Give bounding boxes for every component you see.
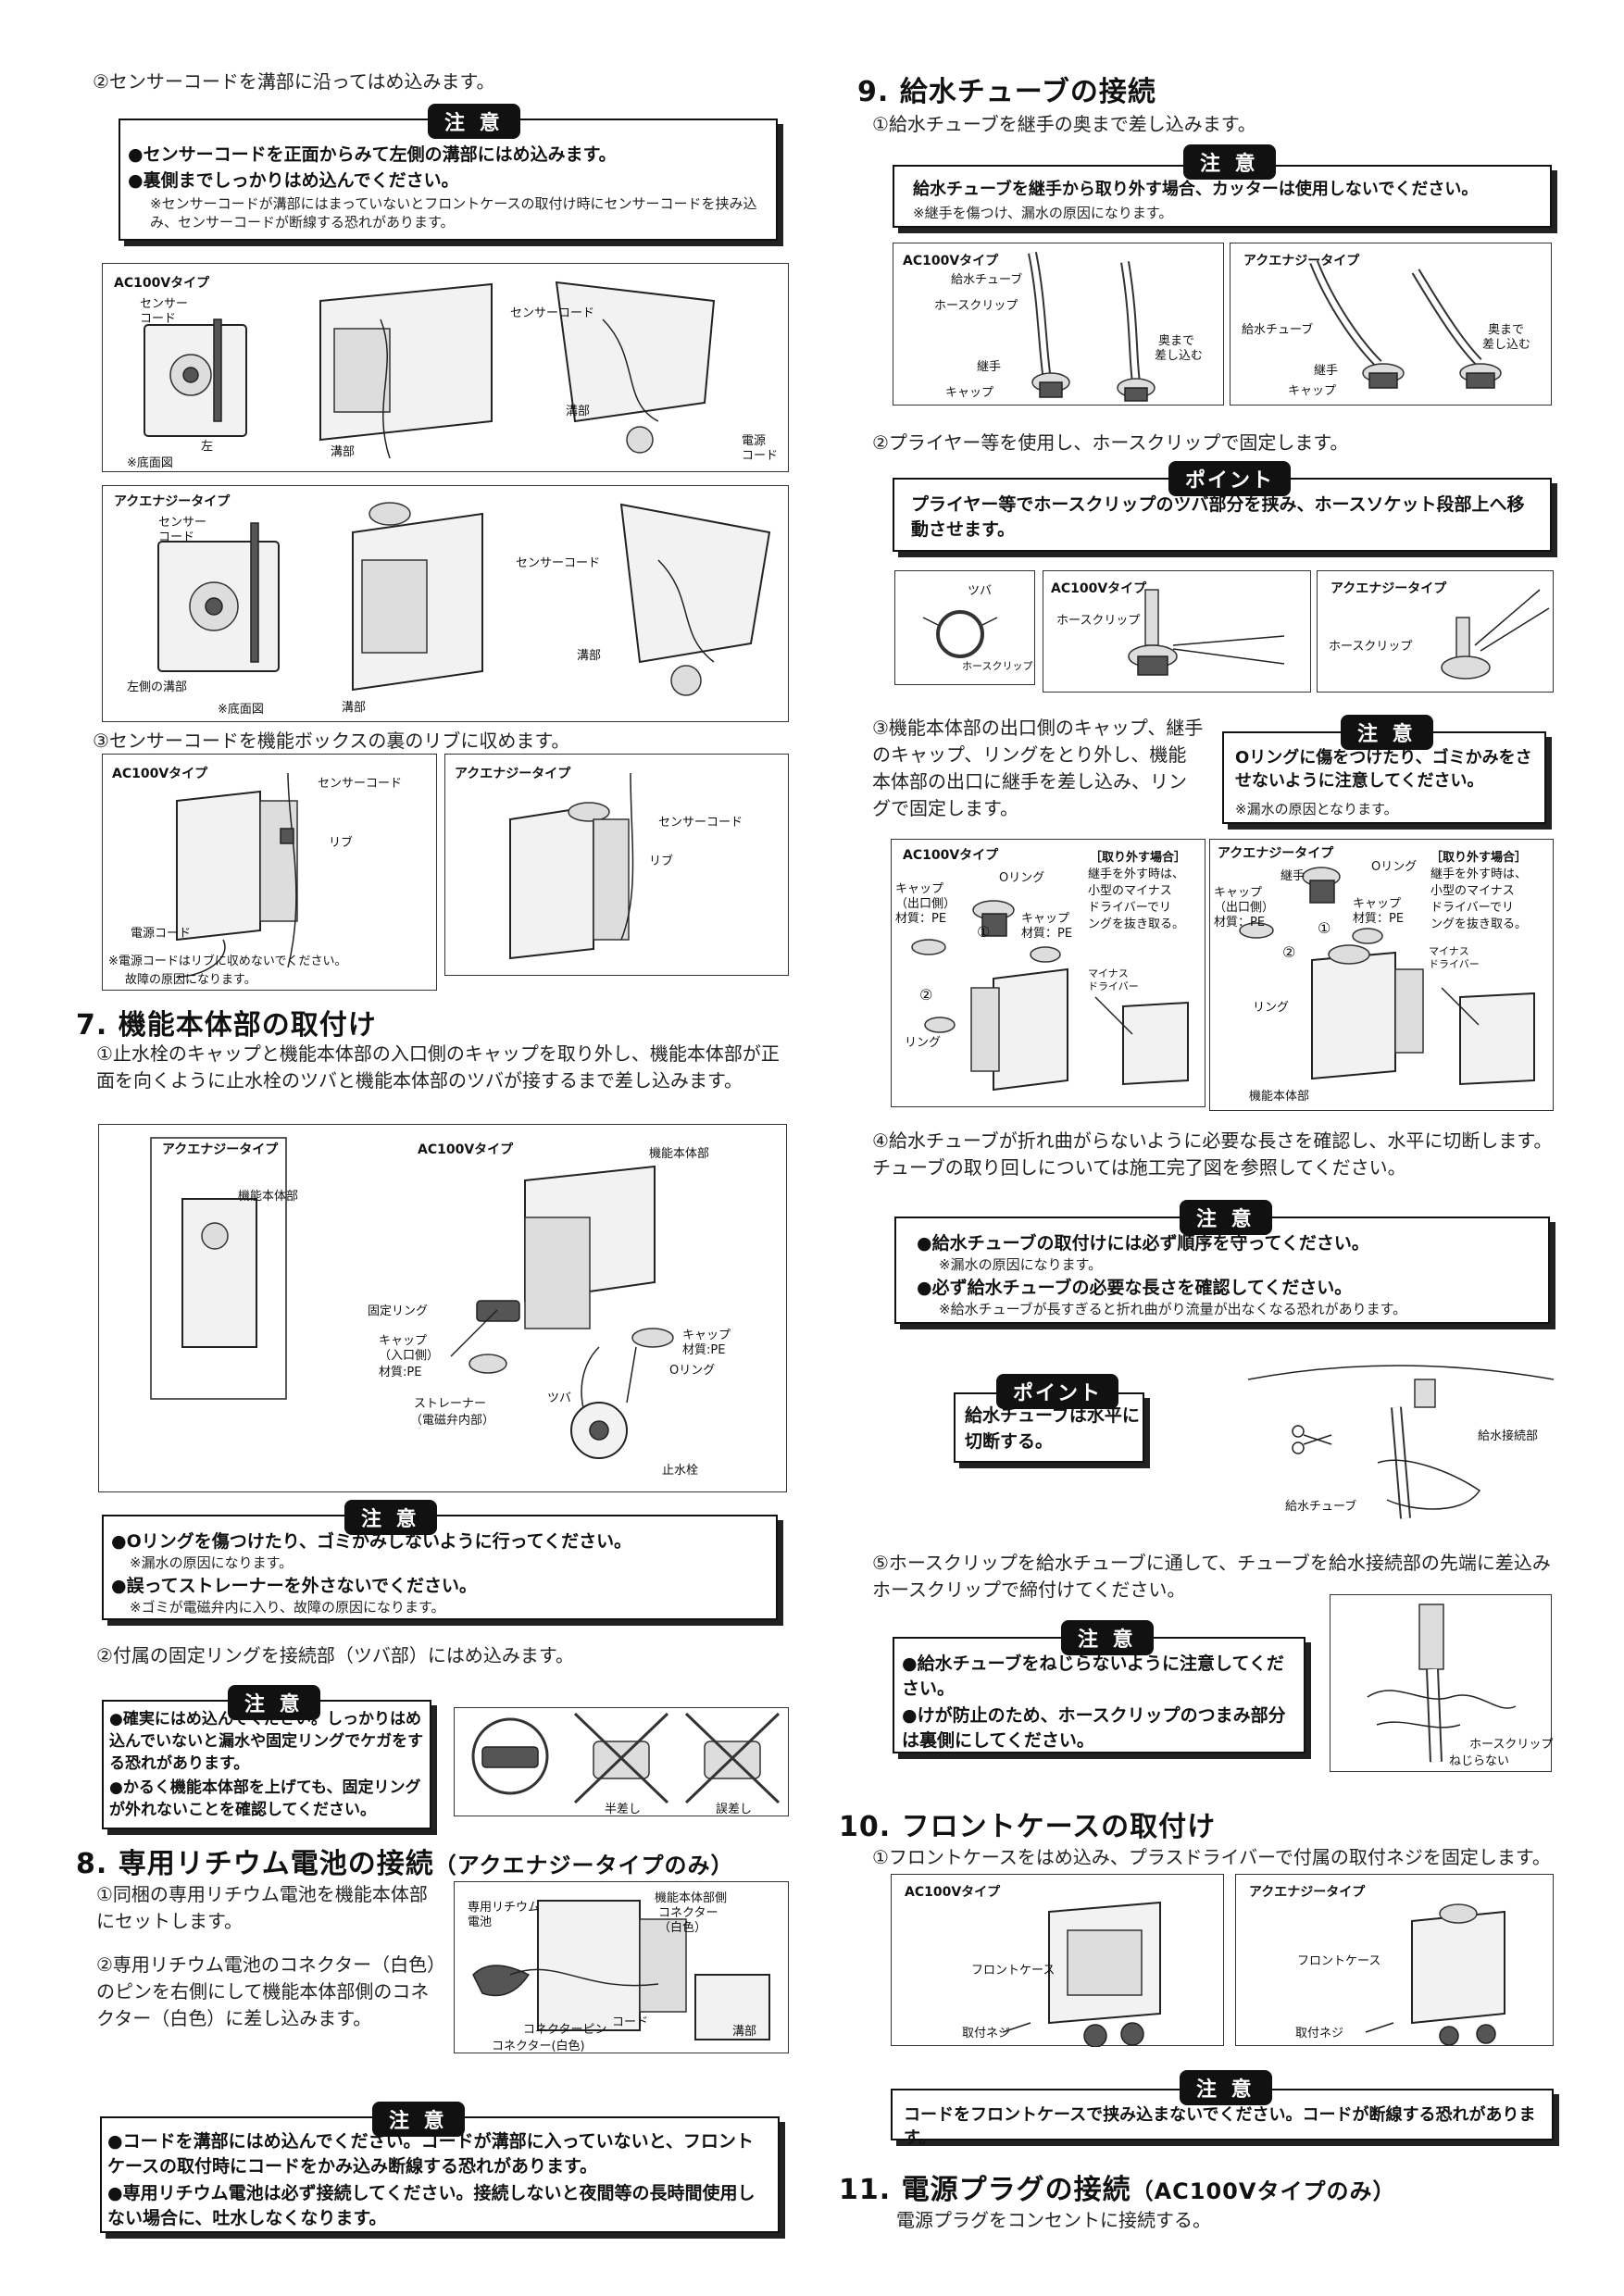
step6-2-text: ②センサーコードを溝部に沿ってはめ込みます。	[93, 70, 495, 93]
figure-aquenergy-outlet: アクエナジータイプ ［取り外す場合］ 継手を外す時は、 小型のマイナス ドライバ…	[1209, 839, 1554, 1111]
caution4-tag: 注 意	[372, 2102, 465, 2137]
section7-step1: ①止水栓のキャップと機能本体部の入口側のキャップを取り外し、機能本体部が正面を向…	[96, 1042, 780, 1092]
figure-ac100v-outlet: AC100Vタイプ ［取り外す場合］ 継手を外す時は、 小型のマイナス ドライバ…	[891, 839, 1206, 1107]
figure-ac100v-clip: AC100Vタイプ ホースクリップ	[1043, 570, 1311, 693]
section10-step1: ①フロントケースをはめ込み、プラスドライバーで付属の取付ネジを固定します。	[872, 1846, 1551, 1868]
caution1-note: ※センサーコードが溝部にはまっていないとフロントケースの取付け時にセンサーコード…	[150, 195, 757, 231]
section11-title: 11. 電源プラグの接続（AC100Vタイプのみ）	[839, 2174, 1396, 2206]
caution1-b2: ●裏側までしっかりはめ込んでください。	[128, 170, 459, 191]
caution-box-6: Oリングに傷をつけたり、ゴミかみをさせないように注意してください。 ※漏水の原因…	[1222, 731, 1546, 824]
figure-aquenergy-clip: アクエナジータイプ ホースクリップ	[1317, 570, 1554, 693]
figure-ac100v-tube: AC100Vタイプ 給水チューブ ホースクリップ 継手 キャップ 奥まで 差し込…	[893, 243, 1224, 406]
caution-box-8: ●給水チューブをねじらないように注意してください。 ●けが防止のため、ホースクリ…	[893, 1637, 1305, 1753]
caution-box-2: ●Oリングを傷つけたり、ゴミかみしないように行ってください。 ※漏水の原因になり…	[102, 1515, 778, 1620]
step6-3-text: ③センサーコードを機能ボックスの裏のリブに収めます。	[93, 730, 570, 752]
section8-step2: ②専用リチウム電池のコネクター（白色）のピンを右側にして機能本体部側のコネクター…	[96, 1953, 437, 2029]
figure-ring-check: 半差し 誤差し	[454, 1707, 789, 1816]
section9-step4: ④給水チューブが折れ曲がらないように必要な長さを確認し、水平に切断します。チュー…	[872, 1129, 1553, 1179]
section10-title: 10. フロントケースの取付け	[839, 1811, 1217, 1843]
section9-step1: ①給水チューブを継手の奥まで差し込みます。	[872, 113, 1256, 135]
figure-clip-detail: ツバ ホースクリップ	[894, 570, 1035, 685]
section9-step3: ③機能本体部の出口側のキャップ、継手のキャップ、リングをとり外し、機能本体部の出…	[872, 717, 1204, 819]
figure-ac100v-front-case: AC100Vタイプ フロントケース 取付ネジ	[891, 1874, 1224, 2047]
section8-title: 8. 専用リチウム電池の接続（アクエナジータイプのみ）	[76, 1848, 734, 1880]
caution7-tag: 注 意	[1180, 1200, 1272, 1235]
figure-ac100v-groove: AC100Vタイプ センサー コード 左 ※底面図 溝部 センサーコード 溝部 …	[102, 263, 789, 472]
caution8-tag: 注 意	[1061, 1620, 1154, 1655]
figure-ac100v-rib: AC100Vタイプ センサーコード リブ 電源コード ※電源コードはリブに収めな…	[102, 754, 437, 991]
caution5-tag: 注 意	[1183, 144, 1276, 180]
figure-aquenergy-groove: アクエナジータイプ センサー コード 左側の溝部 ※底面図 溝部 センサーコード…	[102, 485, 789, 722]
figure-aquenergy-tube: アクエナジータイプ 給水チューブ 継手 キャップ 奥まで 差し込む	[1230, 243, 1552, 406]
section11-step1: 電源プラグをコンセントに接続する。	[896, 2209, 1211, 2231]
figure-cut-tube: 給水接続部 給水チューブ	[1248, 1352, 1554, 1528]
point1-tag: ポイント	[1168, 461, 1292, 496]
caution3-tag: 注 意	[228, 1685, 320, 1720]
caution6-tag: 注 意	[1341, 715, 1433, 750]
figure-clip-tighten: ホースクリップ ねじらない	[1330, 1594, 1553, 1772]
caution1-tag: 注 意	[428, 104, 520, 139]
caution1-b1: ●センサーコードを正面からみて左側の溝部にはめ込みます。	[128, 144, 617, 165]
section9-step2: ②プライヤー等を使用し、ホースクリップで固定します。	[872, 431, 1349, 454]
step7-2-text: ②付属の固定リングを接続部（ツバ部）にはめ込みます。	[96, 1644, 574, 1666]
figure-aquenergy-rib: アクエナジータイプ センサーコード リブ	[444, 754, 789, 976]
figure-main-unit-install: アクエナジータイプ AC100Vタイプ 機能本体部 機能本体部 固定リング キャ…	[98, 1124, 787, 1492]
section9-title: 9. 給水チューブの接続	[857, 76, 1156, 108]
caution2-tag: 注 意	[344, 1500, 437, 1535]
section7-title: 7. 機能本体部の取付け	[76, 1009, 377, 1042]
caution-box-1: ●センサーコードを正面からみて左側の溝部にはめ込みます。 ●裏側までしっかりはめ…	[119, 119, 778, 241]
caution9-tag: 注 意	[1180, 2070, 1272, 2105]
figure-aquenergy-front-case: アクエナジータイプ フロントケース 取付ネジ	[1235, 1874, 1554, 2046]
section9-step5: ⑤ホースクリップを給水チューブに通して、チューブを給水接続部の先端に差込みホース…	[872, 1552, 1551, 1601]
section8-step1: ①同梱の専用リチウム電池を機能本体部にセットします。	[96, 1883, 428, 1932]
figure-battery: 専用リチウム 電池 機能本体部側 コネクター （白色） コネクターピン コネクタ…	[454, 1881, 789, 2053]
point2-tag: ポイント	[996, 1374, 1119, 1409]
